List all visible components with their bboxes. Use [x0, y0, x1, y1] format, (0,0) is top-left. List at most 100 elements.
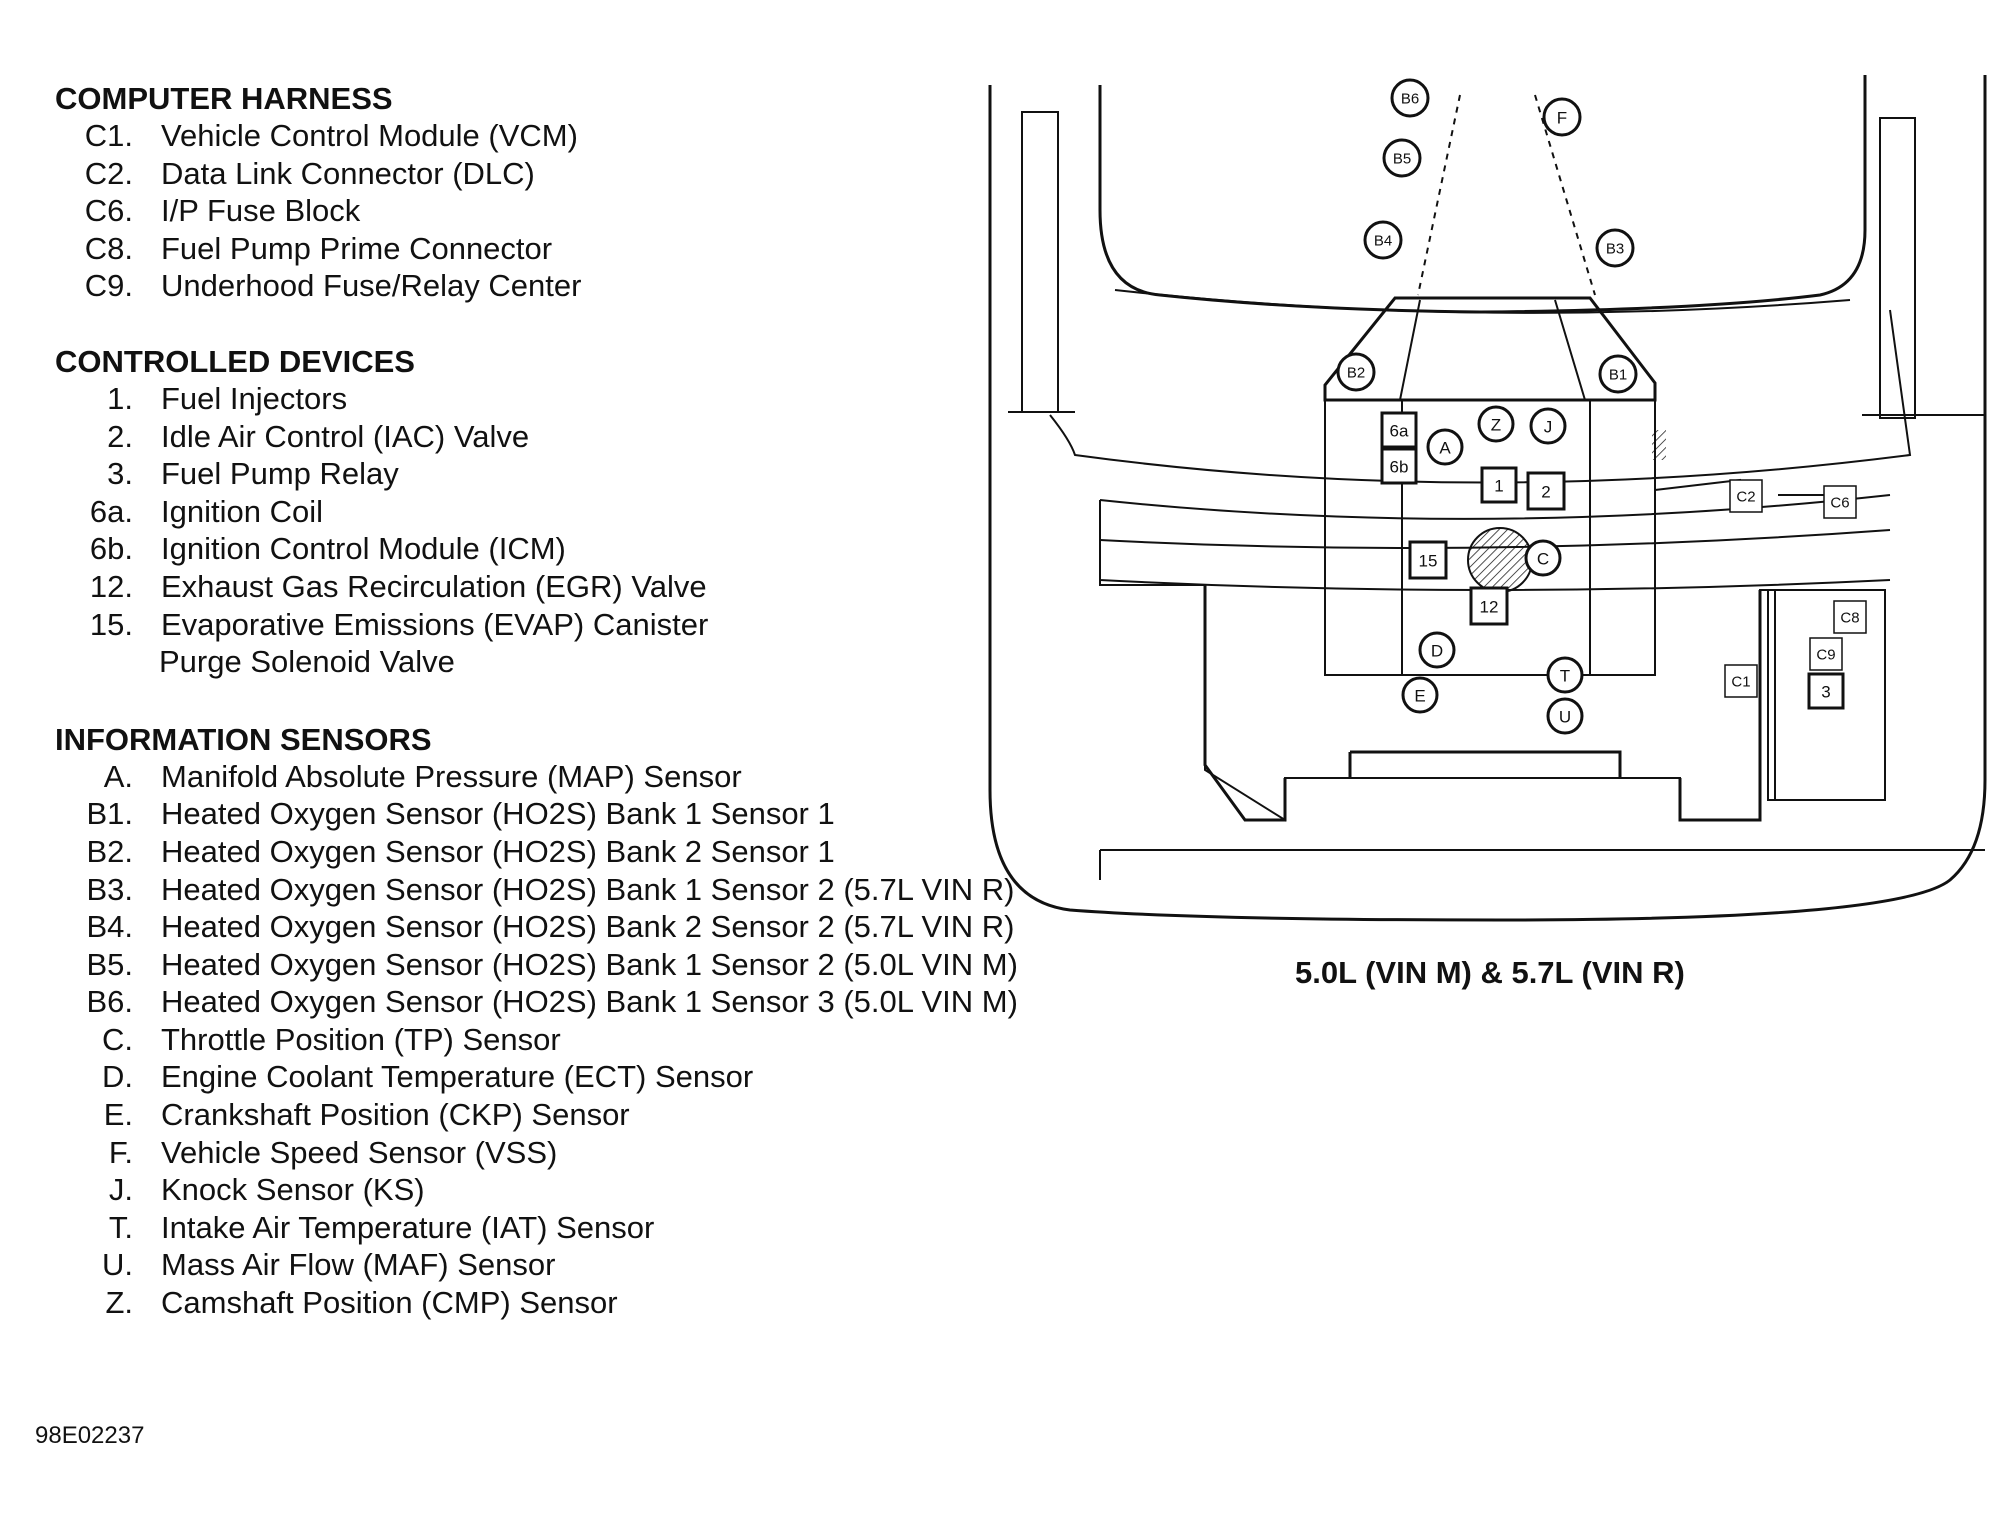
item-text: Vehicle Control Module (VCM) [161, 118, 578, 153]
list-item: U. Mass Air Flow (MAF) Sensor [55, 1246, 1065, 1284]
callout-e: E [1401, 676, 1439, 714]
callout-15: 15 [1408, 540, 1448, 580]
item-text: Camshaft Position (CMP) Sensor [161, 1285, 618, 1321]
legend: COMPUTER HARNESS C1. Vehicle Control Modu… [55, 80, 1065, 1322]
item-text: Ignition Control Module (ICM) [161, 531, 566, 567]
item-text: Exhaust Gas Recirculation (EGR) Valve [161, 568, 707, 604]
item-code: B5. [86, 946, 133, 982]
list-item: C1. Vehicle Control Module (VCM) [55, 117, 1065, 155]
callout-label: 12 [1480, 598, 1499, 617]
list-item: 2. Idle Air Control (IAC) Valve [55, 418, 1065, 456]
list-item: J. Knock Sensor (KS) [55, 1171, 1065, 1209]
callout-12: 12 [1469, 586, 1509, 626]
callout-t: T [1546, 656, 1584, 694]
item-code: D. [102, 1059, 133, 1095]
list-item: C6. I/P Fuse Block [55, 192, 1065, 230]
list-item: 6b.Ignition Control Module (ICM) [55, 530, 1065, 568]
callout-label: J [1544, 418, 1553, 437]
callout-b2: B2 [1336, 352, 1376, 392]
list-item: 1. Fuel Injectors [55, 380, 1065, 418]
item-code: U. [102, 1247, 133, 1283]
item-code: C6. [84, 193, 133, 229]
list-item: D.Engine Coolant Temperature (ECT) Senso… [55, 1058, 1065, 1096]
section-title: COMPUTER HARNESS [55, 81, 393, 116]
callout-label: B5 [1393, 151, 1411, 168]
callout-label: T [1560, 667, 1570, 686]
item-code: C2. [84, 155, 133, 191]
item-code: E. [103, 1097, 133, 1133]
item-text: Evaporative Emissions (EVAP) Canister [161, 606, 709, 642]
callout-label: B3 [1606, 241, 1624, 258]
item-text: Heated Oxygen Sensor (HO2S) Bank 2 Senso… [161, 909, 1015, 945]
item-code: A. [103, 758, 133, 794]
item-code: C. [102, 1021, 133, 1057]
callout-label: U [1559, 708, 1571, 727]
item-code: F. [108, 1134, 133, 1170]
callout-b5: B5 [1382, 138, 1422, 178]
callout-label: C1 [1731, 674, 1750, 691]
section-title: CONTROLLED DEVICES [55, 343, 415, 379]
list-item: B6. Heated Oxygen Sensor (HO2S) Bank 1 Se… [55, 983, 1065, 1021]
callout-label: E [1414, 687, 1425, 706]
callout-c: C [1524, 539, 1562, 577]
callout-label: 6a [1390, 422, 1409, 441]
item-code: B4. [86, 909, 133, 945]
item-code: B6. [86, 984, 133, 1020]
item-text: Fuel Pump Relay [161, 456, 399, 492]
callout-label: C8 [1840, 610, 1859, 627]
callout-u: U [1546, 697, 1584, 735]
list-item: C.Throttle Position (TP) Sensor [55, 1021, 1065, 1059]
item-text: Fuel Pump Prime Connector [161, 230, 553, 266]
callout-6a: 6a [1380, 411, 1418, 449]
item-text: Ignition Coil [161, 493, 323, 529]
item-continuation: Purge Solenoid Valve [159, 644, 455, 680]
item-text: Heated Oxygen Sensor (HO2S) Bank 1 Senso… [161, 984, 1018, 1020]
item-code: 1. [107, 380, 133, 416]
item-text: Vehicle Speed Sensor (VSS) [161, 1134, 558, 1170]
item-text: Idle Air Control (IAC) Valve [161, 418, 530, 454]
callout-1: 1 [1480, 466, 1518, 504]
callout-label: 3 [1821, 683, 1830, 702]
item-code: C8. [84, 230, 133, 266]
list-item: B3.Heated Oxygen Sensor (HO2S) Bank 1 Se… [55, 871, 1065, 909]
item-code: J. [108, 1172, 133, 1208]
callout-c8: C8 [1833, 600, 1867, 634]
callout-label: 1 [1494, 477, 1503, 496]
callout-3: 3 [1807, 672, 1845, 710]
callout-label: C2 [1736, 489, 1755, 506]
callout-label: B2 [1347, 365, 1365, 382]
item-text: I/P Fuse Block [161, 193, 361, 229]
list-item: 12.Exhaust Gas Recirculation (EGR) Valve [55, 568, 1065, 606]
list-item: T.Intake Air Temperature (IAT) Sensor [55, 1209, 1065, 1247]
callout-label: B4 [1374, 233, 1392, 250]
item-code: 3. [107, 456, 133, 492]
callout-f: F [1542, 97, 1582, 137]
callout-6b: 6b [1380, 447, 1418, 485]
list-item: C9.Underhood Fuse/Relay Center [55, 267, 1065, 305]
item-text: Fuel Injectors [161, 380, 348, 416]
item-text: Knock Sensor (KS) [161, 1172, 425, 1208]
list-item: A.Manifold Absolute Pressure (MAP) Senso… [55, 758, 1065, 796]
callout-c9: C9 [1809, 637, 1843, 671]
item-code: C1. [84, 118, 133, 153]
list-item: B5.Heated Oxygen Sensor (HO2S) Bank 1 Se… [55, 946, 1065, 984]
item-text: Data Link Connector (DLC) [161, 155, 535, 191]
section-controlled-devices: CONTROLLED DEVICES 1. Fuel Injectors 2. Id… [55, 343, 1065, 681]
list-item: B2.Heated Oxygen Sensor (HO2S) Bank 2 Se… [55, 833, 1065, 871]
list-item: 6a.Ignition Coil [55, 493, 1065, 531]
item-text: Mass Air Flow (MAF) Sensor [161, 1247, 556, 1283]
callout-label: C [1537, 550, 1549, 569]
item-code: 2. [107, 418, 133, 454]
item-code: Z. [105, 1285, 133, 1321]
section-computer-harness: COMPUTER HARNESS C1. Vehicle Control Modu… [55, 80, 1065, 305]
callout-a: A [1426, 428, 1464, 466]
callout-label: B6 [1401, 91, 1419, 108]
callout-2: 2 [1526, 471, 1566, 511]
list-item: C8. Fuel Pump Prime Connector [55, 230, 1065, 268]
list-item: E.Crankshaft Position (CKP) Sensor [55, 1096, 1065, 1134]
callout-label: 6b [1390, 458, 1409, 477]
callout-c2: C2 [1729, 479, 1763, 513]
item-code: C9. [84, 268, 133, 304]
list-item: Z. Camshaft Position (CMP) Sensor [55, 1284, 1065, 1322]
callout-label: D [1431, 642, 1443, 661]
